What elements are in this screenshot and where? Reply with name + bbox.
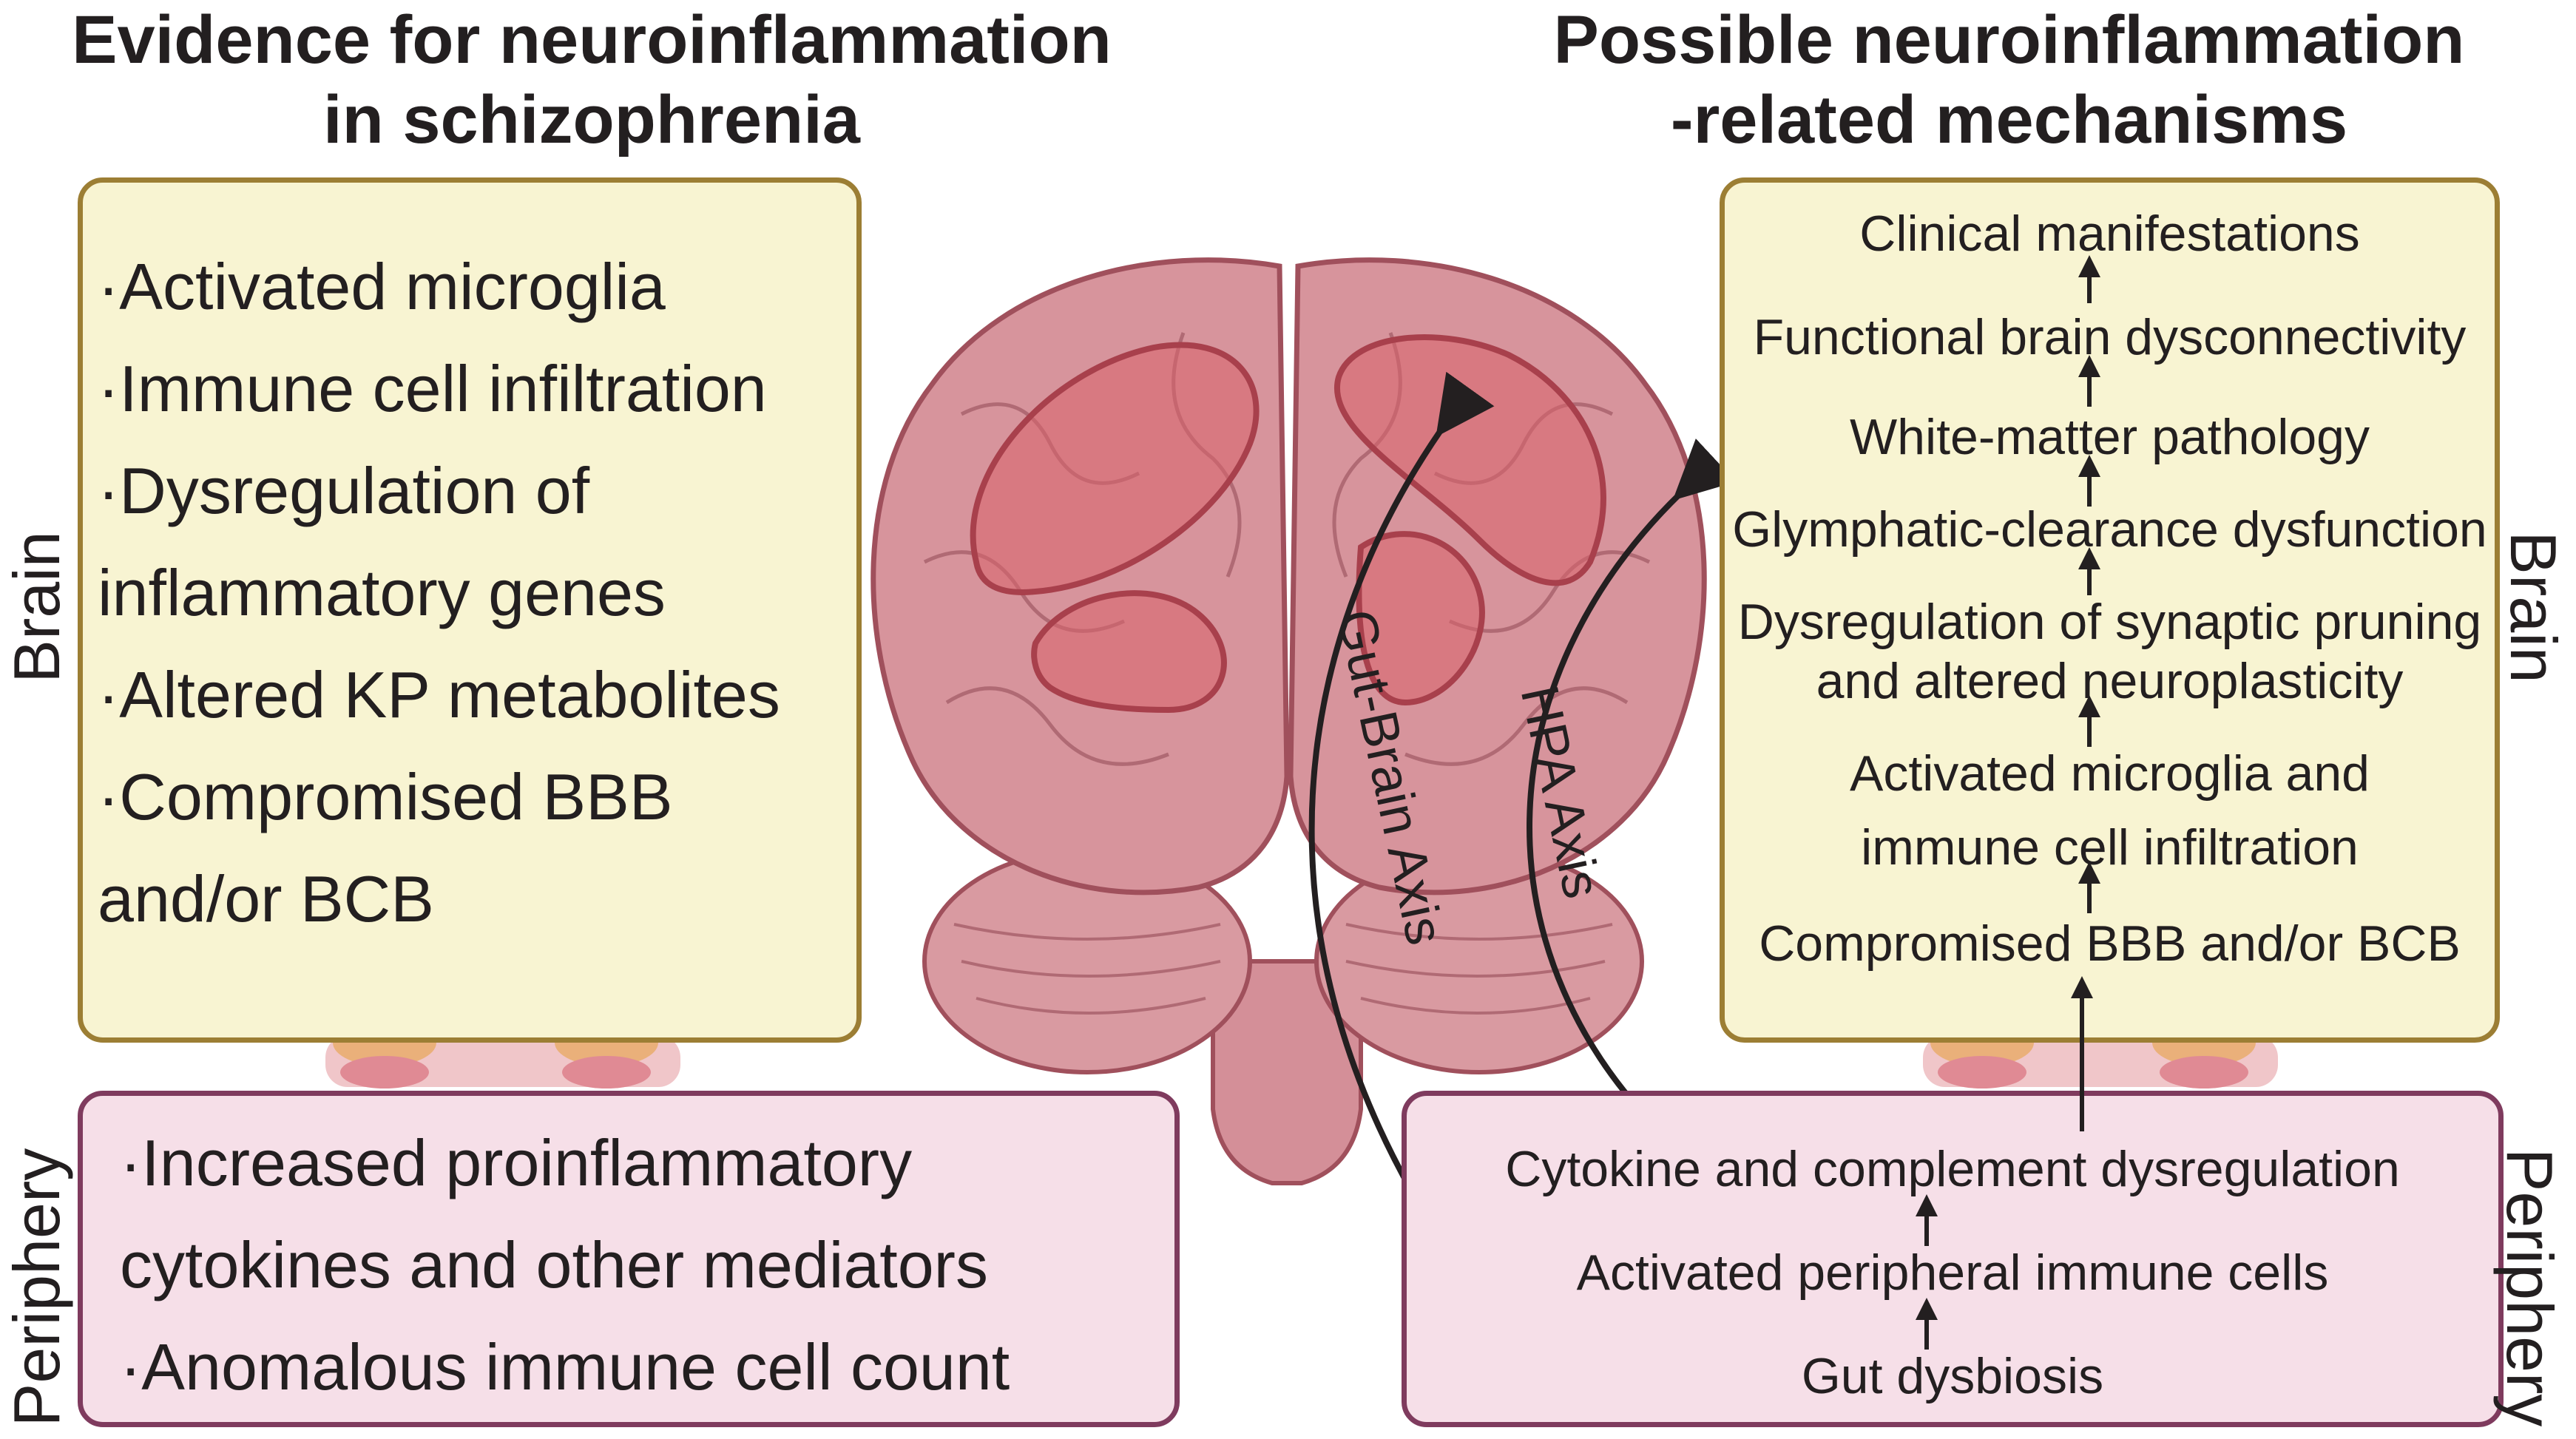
mechanism-item: Functional brain dysconnectivity [1753, 309, 2467, 365]
left-title-line-2: in schizophrenia [323, 82, 860, 158]
left-periphery-label: Periphery [0, 1148, 73, 1427]
left-title-line-1: Evidence for neuroinflammation [72, 2, 1112, 78]
left-brain-label: Brain [0, 531, 73, 683]
mechanism-item: White-matter pathology [1850, 409, 2370, 465]
mechanism-item: Dysregulation of synaptic pruning [1737, 594, 2482, 650]
mechanism-item: Compromised BBB and/or BCB [1759, 915, 2461, 972]
mechanism-item: and altered neuroplasticity [1816, 653, 2404, 709]
mechanism-item: Activated peripheral immune cells [1576, 1245, 2329, 1301]
right-brain-box: Clinical manifestations Functional brain… [1720, 177, 2500, 1043]
right-periphery-box: Cytokine and complement dysregulation Ac… [1402, 1091, 2504, 1427]
evidence-item: inflammatory genes [98, 556, 666, 629]
evidence-item: ·Activated microglia [98, 250, 666, 323]
evidence-item: ·Immune cell infiltration [98, 352, 767, 425]
evidence-item: cytokines and other mediators [120, 1228, 988, 1301]
left-brain-box: ·Activated microglia ·Immune cell infilt… [78, 177, 862, 1043]
hpa-axis-arrow [1527, 439, 1737, 1159]
right-periphery-label: Periphery [2493, 1148, 2566, 1427]
right-title-line-2: -related mechanisms [1670, 82, 2348, 158]
mechanism-item: Cytokine and complement dysregulation [1505, 1141, 2400, 1197]
mechanism-item: immune cell infiltration [1861, 819, 2359, 876]
left-frontal-highlight [970, 342, 1260, 595]
mechanism-item: Clinical manifestations [1859, 206, 2360, 262]
right-title-line-1: Possible neuroinflammation [1553, 2, 2465, 78]
left-periphery-box: ·Increased proinflammatory cytokines and… [78, 1091, 1180, 1427]
left-temporal-highlight [1031, 590, 1227, 714]
evidence-item: ·Increased proinflammatory [120, 1126, 913, 1199]
mechanism-item: Glymphatic-clearance dysfunction [1732, 501, 2487, 558]
brain-stem [1211, 959, 1363, 1185]
mechanism-item: Gut dysbiosis [1801, 1348, 2104, 1404]
evidence-item: ·Compromised BBB [98, 760, 673, 833]
evidence-item: ·Dysregulation of [98, 454, 590, 527]
evidence-item: ·Anomalous immune cell count [120, 1330, 1010, 1404]
evidence-item: and/or BCB [98, 862, 434, 935]
left-title: Evidence for neuroinflammation in schizo… [0, 0, 1183, 160]
mechanism-item: Activated microglia and [1849, 745, 2370, 802]
evidence-item: ·Altered KP metabolites [98, 658, 780, 731]
right-title: Possible neuroinflammation -related mech… [1442, 0, 2576, 160]
right-brain-label: Brain [2497, 531, 2570, 683]
